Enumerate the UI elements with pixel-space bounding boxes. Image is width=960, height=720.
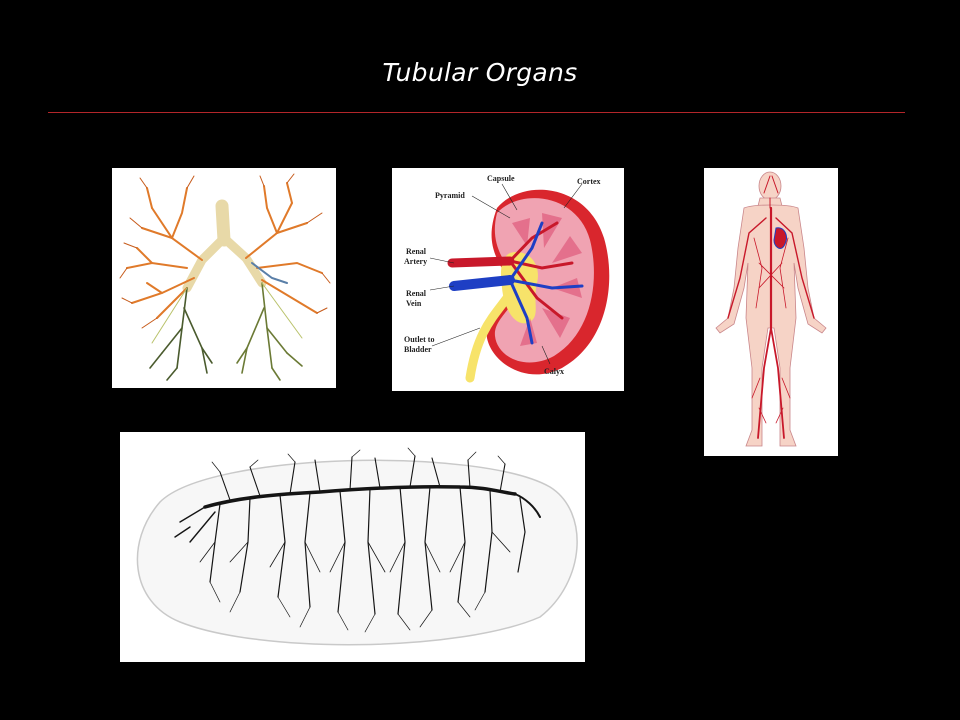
kidney-image: Capsule Cortex Pyramid Renal Artery Rena… — [392, 168, 624, 391]
label-capsule: Capsule — [487, 174, 515, 183]
label-outlet-line1: Outlet to — [404, 335, 434, 344]
embryo-tracheal-network-icon — [136, 447, 578, 646]
embryo-image — [120, 432, 585, 662]
label-renal-artery-line2: Artery — [404, 257, 427, 266]
human-body-image — [704, 168, 838, 456]
label-cortex: Cortex — [577, 177, 601, 186]
kidney-cross-section-icon: Capsule Cortex Pyramid Renal Artery Rena… — [404, 174, 610, 383]
label-calyx: Calyx — [544, 367, 564, 376]
lung-bronchial-tree-icon — [119, 173, 331, 381]
label-renal-artery-line1: Renal — [406, 247, 427, 256]
slide-title: Tubular Organs — [382, 58, 578, 87]
label-outlet-line2: Bladder — [404, 345, 432, 354]
label-pyramid: Pyramid — [435, 191, 465, 200]
title-divider — [48, 112, 905, 113]
label-renal-vein-line2: Vein — [406, 299, 422, 308]
lung-image — [112, 168, 336, 388]
label-renal-vein-line1: Renal — [406, 289, 427, 298]
human-vascular-system-icon — [715, 171, 827, 447]
